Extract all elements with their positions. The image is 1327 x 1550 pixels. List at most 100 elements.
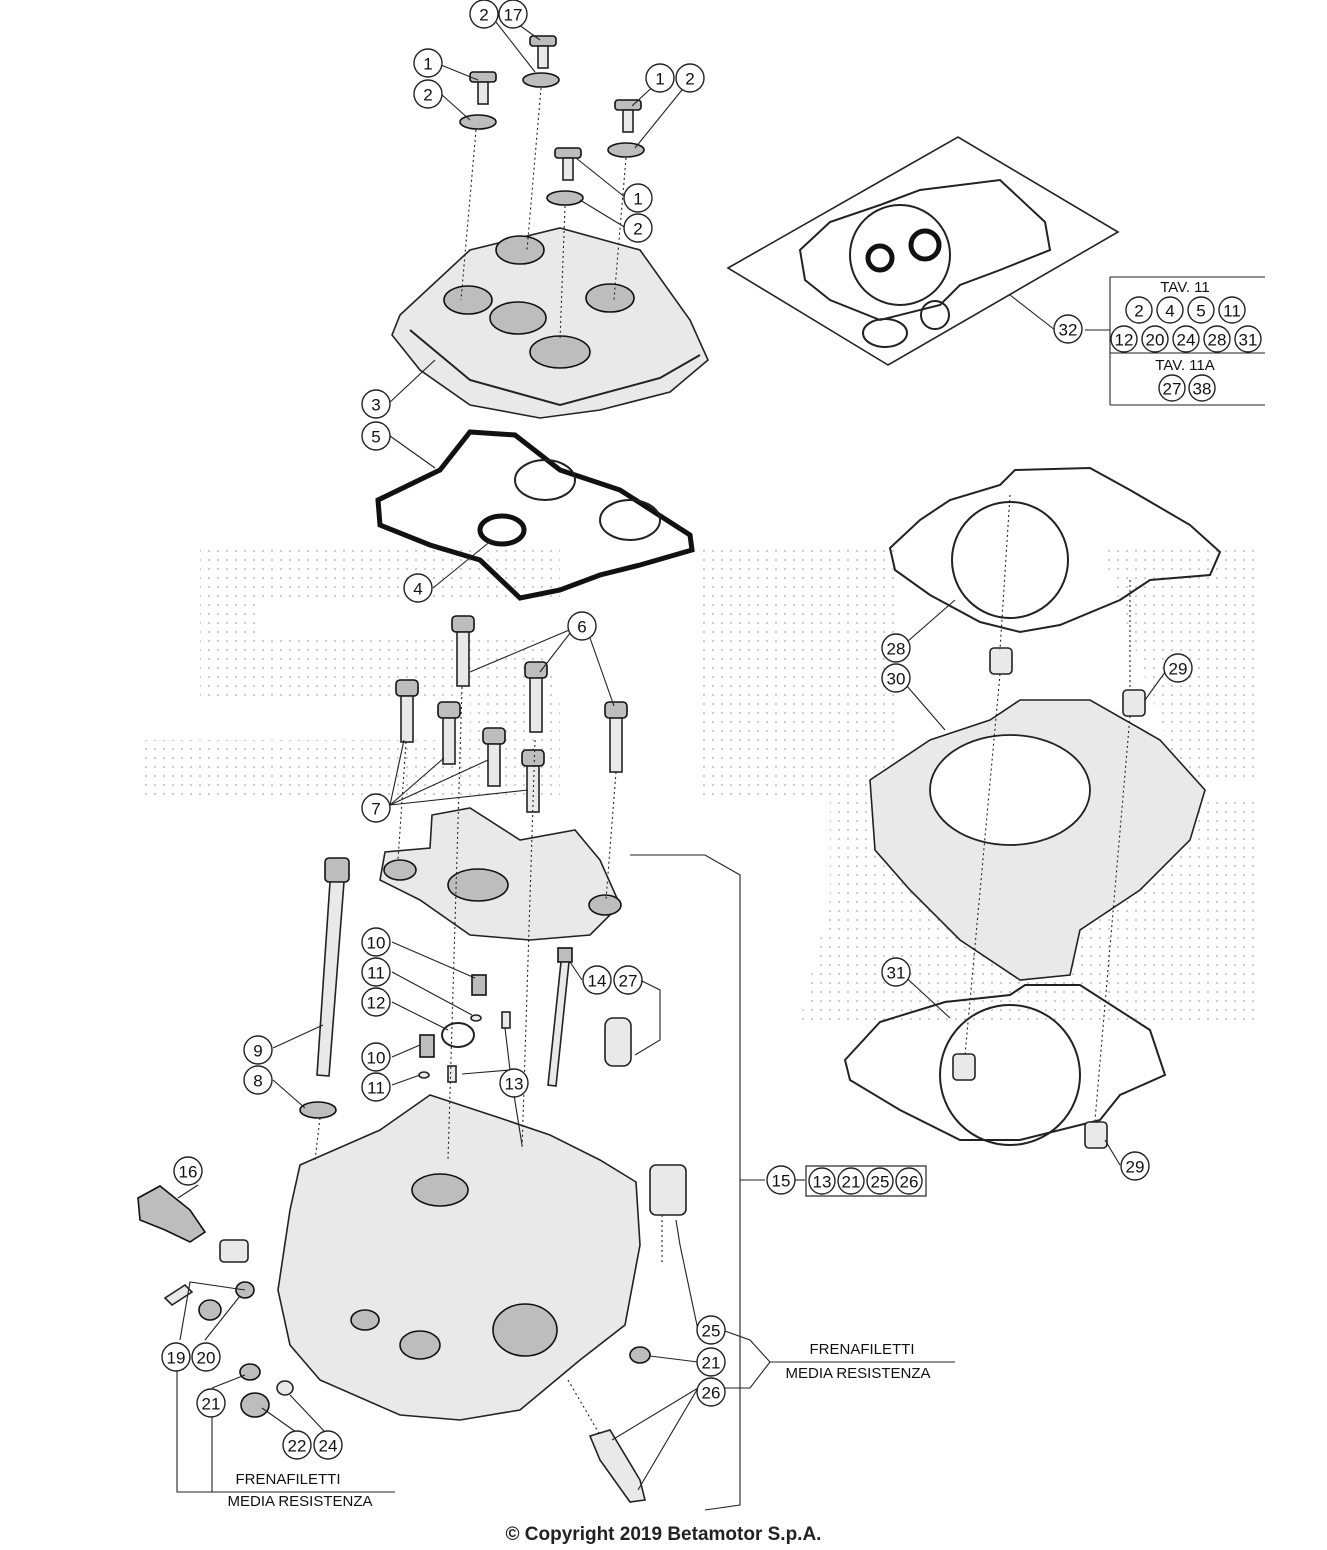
svg-text:11: 11 <box>1223 302 1241 321</box>
kit15-box <box>805 1165 927 1197</box>
callout-13: 13 <box>499 1068 529 1098</box>
svg-text:24: 24 <box>1177 331 1196 350</box>
callout-24: 24 <box>1172 325 1200 353</box>
cam-bolts-part <box>395 615 628 813</box>
svg-text:22: 22 <box>288 1437 307 1456</box>
callout-6: 6 <box>567 611 597 641</box>
svg-text:13: 13 <box>505 1075 524 1094</box>
callout-1: 1 <box>623 183 653 213</box>
svg-text:9: 9 <box>253 1042 262 1061</box>
svg-text:12: 12 <box>367 994 386 1013</box>
svg-text:10: 10 <box>367 1049 386 1068</box>
callout-30: 30 <box>881 663 911 693</box>
callout-4: 4 <box>1156 296 1184 324</box>
callout-9: 9 <box>243 1035 273 1065</box>
svg-text:20: 20 <box>197 1349 216 1368</box>
callout-22: 22 <box>282 1430 312 1460</box>
callout-16: 16 <box>173 1156 203 1186</box>
callout-11: 11 <box>361 1072 391 1102</box>
svg-text:32: 32 <box>1059 321 1078 340</box>
callout-2: 2 <box>1125 296 1153 324</box>
callout-1: 1 <box>645 63 675 93</box>
callout-21: 21 <box>837 1167 865 1195</box>
callout-7: 7 <box>361 793 391 823</box>
svg-text:19: 19 <box>167 1349 186 1368</box>
tav11-title: TAV. 11 <box>1160 279 1209 296</box>
stud-part <box>299 857 350 1119</box>
callout-27: 27 <box>613 965 643 995</box>
threadlock-note-right-line1: FRENAFILETTI <box>809 1341 914 1358</box>
callout-31: 31 <box>1234 325 1262 353</box>
callout-14: 14 <box>582 965 612 995</box>
callout-29: 29 <box>1163 653 1193 683</box>
cylinder-part <box>869 647 1206 981</box>
callout-2: 2 <box>413 79 443 109</box>
callout-10: 10 <box>361 927 391 957</box>
callout-28: 28 <box>881 633 911 663</box>
svg-text:13: 13 <box>813 1173 832 1192</box>
svg-text:21: 21 <box>702 1354 721 1373</box>
cover-bolt-part <box>459 35 645 206</box>
threadlock-note-bottom-line2: MEDIA RESISTENZA <box>227 1493 372 1510</box>
base-gasket-part <box>843 984 1167 1149</box>
callout-12: 12 <box>1110 325 1138 353</box>
svg-text:16: 16 <box>179 1163 198 1182</box>
threadlock-note-right-line2: MEDIA RESISTENZA <box>785 1365 930 1382</box>
callout-10: 10 <box>361 1042 391 1072</box>
svg-text:17: 17 <box>504 6 523 25</box>
valve-cover-part <box>391 227 709 419</box>
tav-reference-box: TAV. 11 TAV. 11A <box>1110 276 1265 406</box>
svg-text:29: 29 <box>1126 1158 1145 1177</box>
svg-text:2: 2 <box>1134 302 1143 321</box>
svg-text:2: 2 <box>479 6 488 25</box>
svg-text:1: 1 <box>655 70 664 89</box>
svg-text:27: 27 <box>1163 380 1182 399</box>
svg-text:25: 25 <box>702 1322 721 1341</box>
callout-24: 24 <box>313 1430 343 1460</box>
svg-text:26: 26 <box>900 1173 919 1192</box>
callout-20: 20 <box>191 1342 221 1372</box>
callout-1: 1 <box>413 48 443 78</box>
svg-text:30: 30 <box>887 670 906 689</box>
callout-25: 25 <box>696 1315 726 1345</box>
svg-text:11: 11 <box>367 964 385 983</box>
svg-text:24: 24 <box>319 1437 338 1456</box>
svg-text:20: 20 <box>1146 331 1165 350</box>
svg-text:29: 29 <box>1169 660 1188 679</box>
svg-text:21: 21 <box>202 1395 221 1414</box>
camshaft-carrier-part <box>379 807 622 941</box>
callout-2: 2 <box>623 213 653 243</box>
svg-text:28: 28 <box>887 640 906 659</box>
callout-11: 11 <box>1218 296 1246 324</box>
svg-text:5: 5 <box>1196 302 1205 321</box>
svg-text:31: 31 <box>887 964 906 983</box>
cylinder-head-part <box>277 1094 687 1421</box>
callout-32: 32 <box>1053 314 1083 344</box>
callout-21: 21 <box>696 1347 726 1377</box>
callout-13: 13 <box>808 1167 836 1195</box>
svg-text:2: 2 <box>423 86 432 105</box>
callout-38: 38 <box>1188 374 1216 402</box>
callout-17: 17 <box>498 0 528 29</box>
svg-text:3: 3 <box>371 396 380 415</box>
callout-21: 21 <box>196 1388 226 1418</box>
svg-text:31: 31 <box>1239 331 1258 350</box>
cover-gasket-part <box>375 429 695 601</box>
svg-text:10: 10 <box>367 934 386 953</box>
callout-3: 3 <box>361 389 391 419</box>
sensor-plugs-part <box>137 1185 646 1503</box>
svg-text:14: 14 <box>588 972 607 991</box>
tav11-row2: 12 20 24 28 31 <box>1110 325 1262 353</box>
copyright: © Copyright 2019 Betamotor S.p.A. <box>505 1524 822 1545</box>
svg-text:7: 7 <box>371 800 380 819</box>
svg-text:4: 4 <box>1165 302 1174 321</box>
callout-26: 26 <box>895 1167 923 1195</box>
svg-text:8: 8 <box>253 1072 262 1091</box>
callout-28: 28 <box>1203 325 1231 353</box>
callout-29: 29 <box>1120 1151 1150 1181</box>
svg-text:27: 27 <box>619 972 638 991</box>
callout-20: 20 <box>1141 325 1169 353</box>
callout-15: 15 <box>766 1165 796 1195</box>
